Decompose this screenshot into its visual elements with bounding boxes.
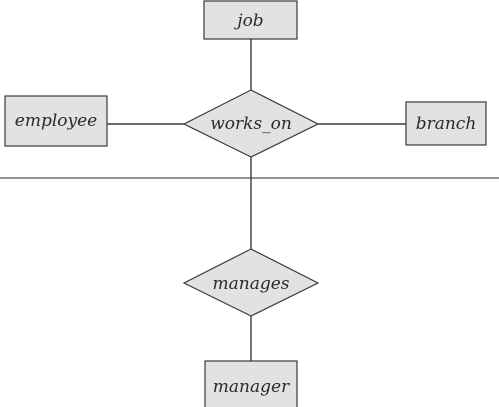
relationship-works-on: works_on — [182, 89, 320, 158]
entity-branch: branch — [405, 101, 487, 146]
entity-job: job — [203, 0, 298, 40]
relationship-manages-label: manages — [212, 274, 289, 294]
relationship-works-on-label: works_on — [210, 114, 292, 134]
entity-manager: manager — [204, 360, 298, 407]
entity-employee-label: employee — [15, 111, 97, 131]
entity-branch-label: branch — [416, 114, 477, 134]
entity-manager-label: manager — [213, 377, 290, 397]
entity-job-label: job — [233, 11, 263, 31]
relationship-manages: manages — [182, 248, 320, 317]
entity-employee: employee — [4, 95, 108, 147]
